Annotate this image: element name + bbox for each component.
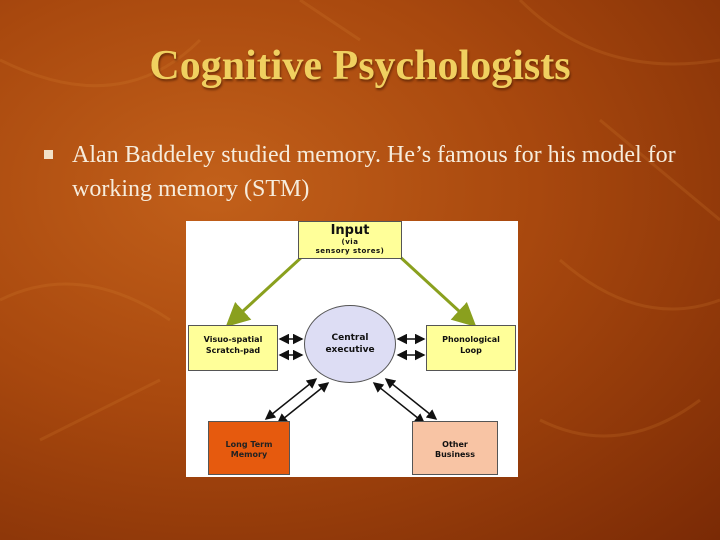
input-sub-label-1: (via — [341, 238, 359, 246]
phono-label-2: Loop — [460, 346, 482, 355]
input-sub-label-2: sensory stores) — [315, 247, 385, 255]
central-other-arrow-inner — [384, 378, 438, 420]
bullet-square-icon — [44, 150, 53, 159]
visuo-spatial-box: Visuo-spatial Scratch-pad — [188, 325, 278, 371]
phonological-loop-box: Phonological Loop — [426, 325, 516, 371]
central-label-2: executive — [325, 345, 375, 355]
visuo-label-1: Visuo-spatial — [203, 335, 263, 344]
other-business-box: Other Business — [412, 421, 498, 475]
diagram-arrows — [225, 253, 477, 424]
long-term-memory-box: Long Term Memory — [208, 421, 290, 475]
ltm-label-2: Memory — [230, 450, 268, 459]
working-memory-diagram: Input (via sensory stores) Visuo-spatial… — [186, 221, 518, 477]
input-label: Input — [330, 223, 370, 238]
central-executive-circle: Central executive — [304, 305, 396, 383]
ltm-label-1: Long Term — [225, 440, 273, 449]
central-label-1: Central — [331, 333, 369, 343]
bullet-text: Alan Baddeley studied memory. He’s famou… — [72, 142, 676, 202]
visuo-label-2: Scratch-pad — [205, 346, 261, 355]
input-to-phono-arrow — [396, 253, 477, 328]
input-to-visuo-arrow — [225, 253, 306, 328]
other-label-2: Business — [435, 450, 475, 459]
slide-title: Cognitive Psychologists — [149, 43, 571, 89]
central-ltm-arrow-inner — [276, 382, 330, 424]
phono-label-1: Phonological — [442, 335, 500, 344]
input-box: Input (via sensory stores) — [298, 221, 402, 259]
other-label-1: Other — [442, 440, 468, 449]
